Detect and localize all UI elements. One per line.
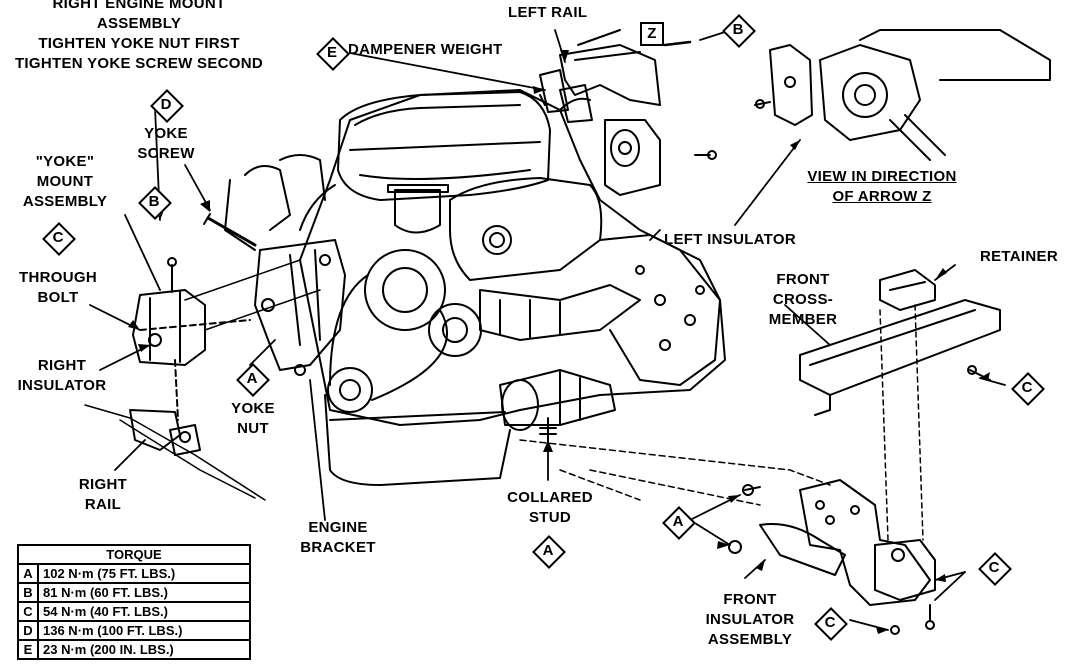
front-crossmember-label: FRONT CROSS- MEMBER bbox=[768, 271, 838, 328]
engine-bracket-label: ENGINE BRACKET bbox=[300, 519, 376, 556]
callout-c-diamond: C bbox=[978, 552, 1012, 586]
yoke-mount bbox=[132, 213, 321, 421]
torque-value: 102 N·m (75 FT. LBS.) bbox=[37, 563, 251, 584]
view-z-box: Z bbox=[640, 22, 664, 46]
torque-header: TORQUE bbox=[17, 544, 251, 565]
front-insulator-assembly-label: FRONT INSULATOR ASSEMBLY bbox=[705, 591, 795, 648]
callout-b-diamond: B bbox=[138, 186, 172, 220]
torque-header-row: TORQUE bbox=[17, 544, 251, 565]
torque-key: B bbox=[17, 582, 39, 603]
through-bolt-label: THROUGH BOLT bbox=[19, 269, 97, 306]
torque-value: 54 N·m (40 FT. LBS.) bbox=[37, 601, 251, 622]
callout-d-diamond: D bbox=[150, 89, 184, 123]
front-crossmember bbox=[799, 269, 1001, 541]
callout-c-diamond: C bbox=[1011, 372, 1045, 406]
collared-stud-label: COLLARED STUD bbox=[507, 489, 593, 526]
callout-b-diamond: B bbox=[722, 14, 756, 48]
dampener-weight-label: DAMPENER WEIGHT bbox=[348, 41, 503, 58]
yoke-screw-label: YOKE SCREW bbox=[137, 125, 195, 162]
engine-bracket bbox=[254, 239, 346, 376]
right-rail bbox=[84, 404, 266, 501]
left-rail-insulator bbox=[539, 29, 717, 196]
right-engine-mount-label: RIGHT ENGINE MOUNT ASSEMBLY TIGHTEN YOKE… bbox=[14, 0, 264, 72]
torque-value: 136 N·m (100 FT. LBS.) bbox=[37, 620, 251, 641]
right-insulator-label: RIGHT INSULATOR bbox=[17, 357, 107, 394]
callout-c-diamond: C bbox=[42, 222, 76, 256]
view-direction-label: VIEW IN DIRECTION OF ARROW Z bbox=[807, 168, 957, 205]
view-z-inset bbox=[754, 29, 1051, 161]
callout-a-diamond: A bbox=[236, 363, 270, 397]
yoke-nut-label: YOKE NUT bbox=[231, 400, 275, 437]
left-rail-label: LEFT RAIL bbox=[508, 4, 588, 21]
torque-key: A bbox=[17, 563, 39, 584]
left-insulator-label: LEFT INSULATOR bbox=[664, 231, 796, 248]
callout-e-diamond: E bbox=[316, 37, 350, 71]
right-rail-label: RIGHT RAIL bbox=[78, 476, 128, 513]
arrowheads bbox=[128, 50, 990, 634]
callout-a-diamond: A bbox=[532, 535, 566, 569]
callout-a-diamond: A bbox=[662, 506, 696, 540]
torque-key: C bbox=[17, 601, 39, 622]
callout-c-diamond: C bbox=[814, 607, 848, 641]
torque-key: D bbox=[17, 620, 39, 641]
engine-block bbox=[224, 89, 726, 486]
retainer-label: RETAINER bbox=[980, 248, 1058, 265]
torque-value: 23 N·m (200 IN. LBS.) bbox=[37, 639, 251, 660]
torque-value: 81 N·m (60 FT. LBS.) bbox=[37, 582, 251, 603]
yoke-mount-assembly-label: "YOKE" MOUNT ASSEMBLY bbox=[22, 153, 108, 210]
torque-key: E bbox=[17, 639, 39, 660]
